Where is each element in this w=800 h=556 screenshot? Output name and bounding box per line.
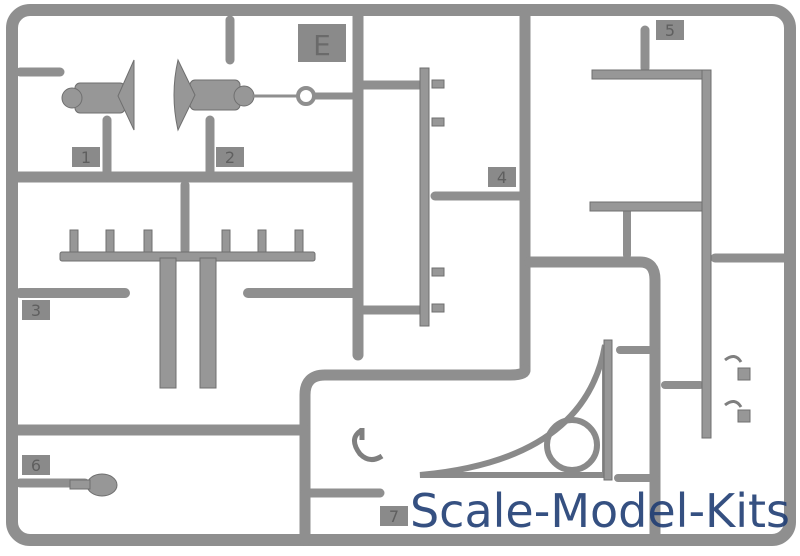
searchlight-part-1: [61, 59, 135, 131]
part-labels: E 1 2 3 4 5 6 7: [22, 20, 684, 526]
bracket-part-5: [589, 69, 751, 439]
part-number-1: 1: [81, 148, 91, 167]
curved-arm-part-7: [352, 339, 613, 481]
part-number-7: 7: [389, 507, 399, 526]
sprue-letter: E: [313, 29, 331, 62]
bulb-part-6: [69, 473, 118, 497]
inner-runners: [6, 8, 790, 546]
bracket-part-4: [419, 67, 445, 327]
outer-runner: [6, 4, 796, 546]
searchlight-part-2: [173, 58, 358, 132]
part-number-4: 4: [497, 168, 507, 187]
part-number-5: 5: [665, 21, 675, 40]
part-number-6: 6: [31, 456, 41, 475]
insulator-rail: [59, 229, 316, 389]
part-number-3: 3: [31, 301, 41, 320]
part-number-2: 2: [225, 148, 235, 167]
watermark-text: Scale-Model-Kits: [410, 484, 790, 538]
